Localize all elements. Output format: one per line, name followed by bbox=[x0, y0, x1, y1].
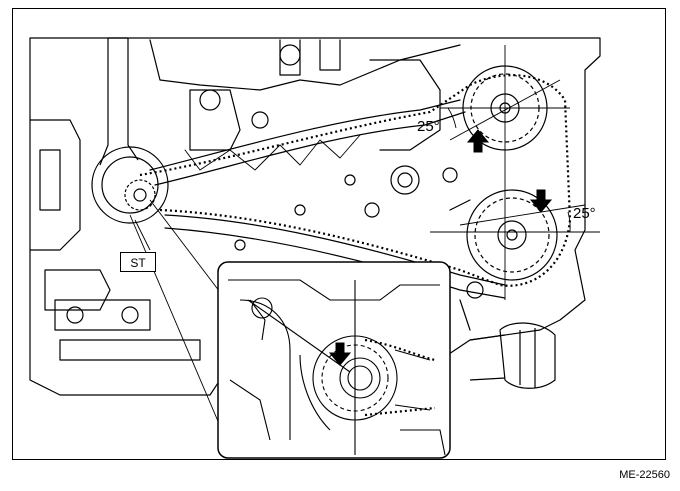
detail-inset bbox=[217, 261, 451, 459]
angle-label-lower: 25° bbox=[573, 205, 596, 222]
special-tool bbox=[99, 38, 139, 166]
inset-down-arrow-icon bbox=[328, 342, 352, 366]
cam-sprocket-lower bbox=[466, 189, 558, 281]
up-arrow-icon bbox=[466, 129, 490, 153]
inset-crank-sprocket bbox=[312, 335, 398, 421]
angle-label-upper: 25° bbox=[417, 118, 440, 135]
figure-frame bbox=[12, 8, 666, 460]
water-outlet bbox=[499, 322, 556, 389]
down-arrow-icon bbox=[529, 189, 553, 213]
tool-label: ST bbox=[120, 252, 156, 272]
figure-code: ME-22560 bbox=[619, 469, 670, 481]
chain-guide-upper bbox=[149, 99, 461, 171]
